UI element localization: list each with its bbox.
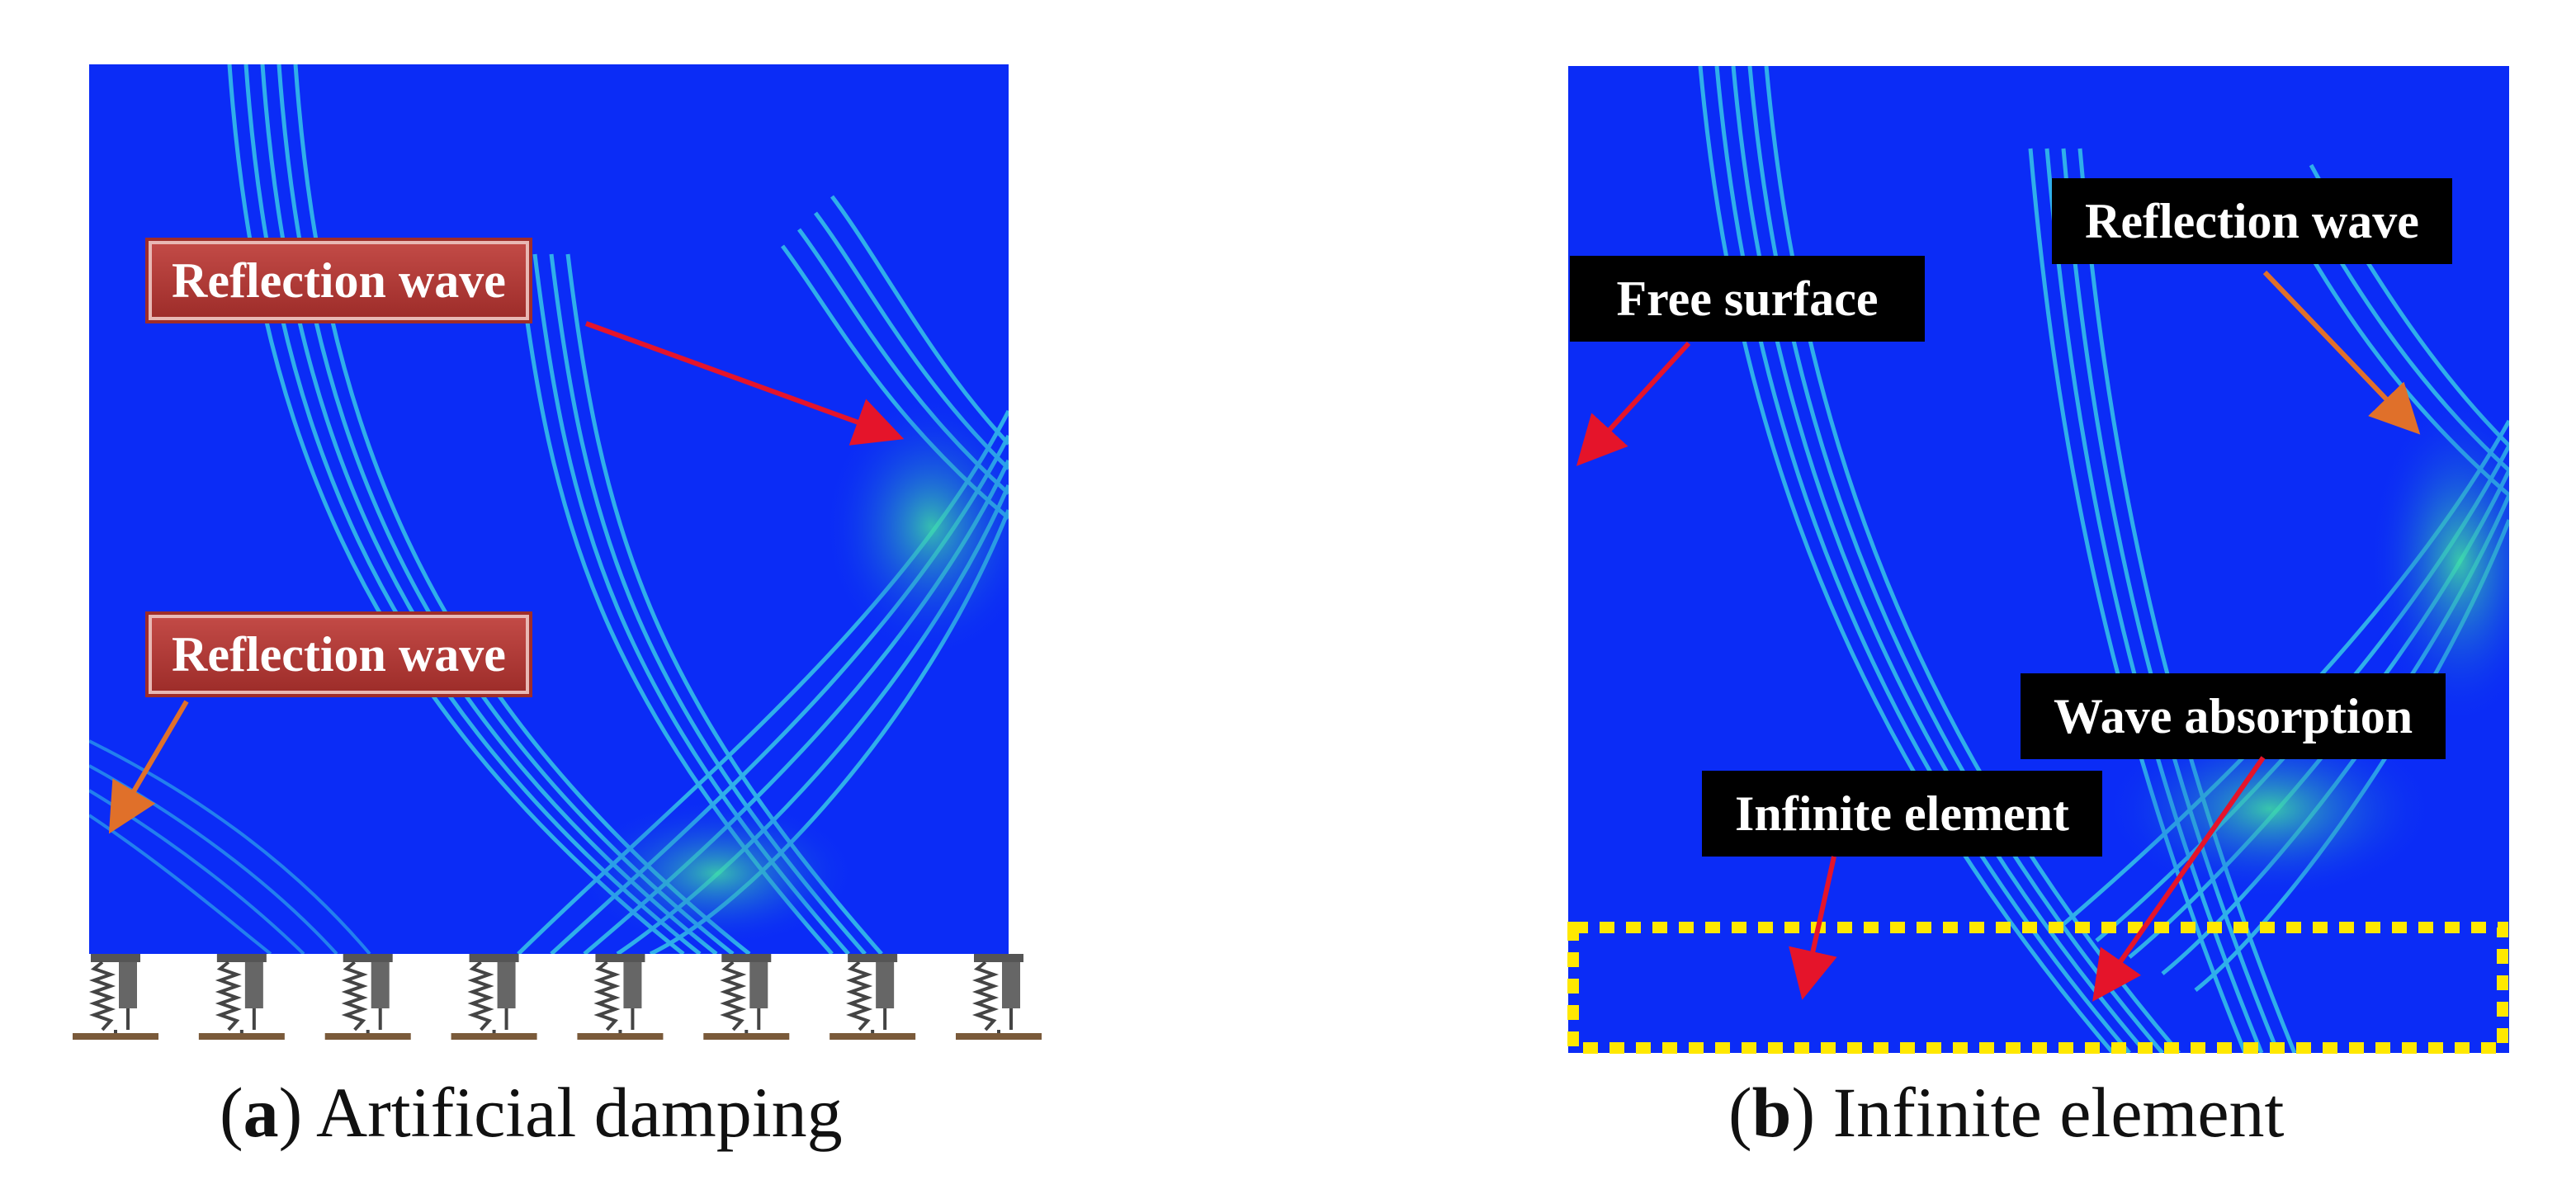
damper-icon (830, 954, 916, 1040)
panel-a-wave-pattern (89, 64, 1009, 954)
arrow-reflection-top (584, 321, 905, 446)
damper-icon (73, 954, 158, 1040)
damper-icon (451, 954, 537, 1040)
infinite-element-label: Infinite element (1702, 771, 2102, 857)
caption-b: (b) Infinite element (1728, 1073, 2285, 1152)
free-surface-label: Free surface (1570, 256, 1925, 342)
arrow-wave-absorption (2092, 756, 2266, 1002)
reflection-wave-label-top: Reflection wave (149, 241, 529, 320)
arrow-reflection-bottom (108, 700, 189, 834)
reflection-wave-label-bottom: Reflection wave (149, 615, 529, 694)
caption-b-letter: b (1751, 1073, 1792, 1152)
reflection-wave-label: Reflection wave (2052, 178, 2452, 264)
damper-icon (577, 954, 664, 1040)
caption-a: (a) Artificial damping (220, 1073, 843, 1152)
damper-icon (956, 954, 1042, 1040)
damper-icon (324, 954, 411, 1040)
damper-icon (703, 954, 790, 1040)
arrow-reflection (2262, 270, 2421, 435)
damper-row (73, 954, 1042, 1040)
wave-absorption-label: Wave absorption (2021, 673, 2446, 759)
caption-a-letter: a (243, 1073, 279, 1152)
panel-b-wave-pattern (1698, 66, 2509, 1053)
panel-a-arrows (108, 321, 905, 834)
damper-icon (198, 954, 285, 1040)
arrow-infinite-element (1789, 856, 1837, 1000)
panel-a-wave-field (89, 64, 1009, 954)
panel-a: Reflection wave Reflection wave (a) Arti… (0, 0, 1156, 1180)
arrow-free-surface (1576, 341, 1691, 466)
